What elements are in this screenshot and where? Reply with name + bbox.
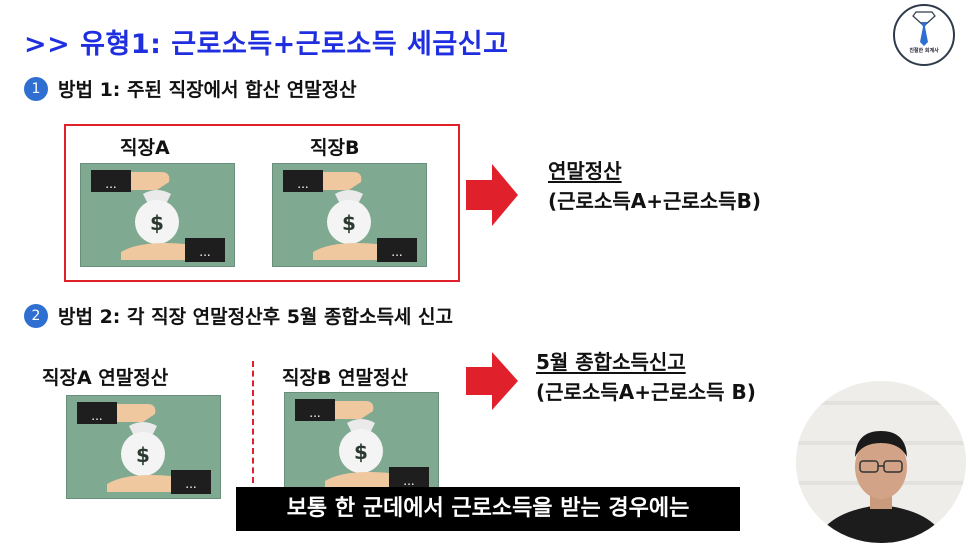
- svg-text:...: ...: [91, 409, 102, 423]
- svg-text:$: $: [354, 440, 368, 464]
- money-bag-icon: ... $ ...: [77, 402, 211, 494]
- presenter-webcam: [796, 381, 966, 543]
- tie-icon: [912, 11, 936, 46]
- method1-label: 방법 1: 주된 직장에서 합산 연말정산: [58, 79, 357, 101]
- method1-result-title: 연말정산: [548, 159, 622, 183]
- video-subtitle: 보통 한 군데에서 근로소득을 받는 경우에는: [236, 487, 740, 531]
- money-bag-icon: ... $ ...: [91, 170, 225, 262]
- svg-text:$: $: [342, 211, 356, 235]
- method1-result-detail: (근로소득A+근로소득B): [548, 189, 761, 213]
- svg-text:...: ...: [403, 474, 414, 488]
- presenter-image: [796, 381, 966, 543]
- method2-workplace-a-label: 직장A 연말정산: [42, 367, 169, 389]
- money-bag-icon: ... $ ...: [283, 170, 417, 262]
- method2-result-detail: (근로소득A+근로소득 B): [536, 380, 756, 404]
- method2-result-title: 5월 종합소득신고: [536, 350, 686, 374]
- svg-text:...: ...: [297, 177, 308, 191]
- money-bag-icon: ... $ ...: [295, 399, 429, 491]
- svg-text:...: ...: [391, 245, 402, 259]
- svg-text:...: ...: [199, 245, 210, 259]
- method1-result: 연말정산 (근로소득A+근로소득B): [548, 156, 761, 216]
- method1-workplace-b-label: 직장B: [310, 137, 360, 159]
- salary-payment-image: ... $ ...: [284, 392, 439, 496]
- right-arrow-icon: [466, 164, 518, 226]
- method2-result: 5월 종합소득신고 (근로소득A+근로소득 B): [536, 347, 756, 407]
- salary-payment-image: ... $ ...: [80, 163, 235, 267]
- svg-text:$: $: [150, 211, 164, 235]
- divider-dashed-line: [252, 361, 254, 483]
- method2-workplace-b-label: 직장B 연말정산: [282, 367, 408, 389]
- svg-text:...: ...: [105, 177, 116, 191]
- svg-text:$: $: [136, 443, 150, 467]
- svg-text:...: ...: [185, 477, 196, 491]
- channel-logo: 친절한 회계사: [893, 4, 955, 66]
- svg-text:...: ...: [309, 406, 320, 420]
- step-number-badge-1: 1: [24, 77, 48, 101]
- salary-payment-image: ... $ ...: [66, 395, 221, 499]
- page-title: >> 유형1: 근로소득+근로소득 세금신고: [24, 29, 509, 60]
- method2-label: 방법 2: 각 직장 연말정산후 5월 종합소득세 신고: [58, 306, 453, 328]
- method1-highlight-box: [64, 124, 460, 282]
- method1-workplace-a-label: 직장A: [120, 137, 170, 159]
- step-number-badge-2: 2: [24, 304, 48, 328]
- salary-payment-image: ... $ ...: [272, 163, 427, 267]
- logo-text: 친절한 회계사: [909, 48, 939, 54]
- right-arrow-icon: [466, 352, 518, 410]
